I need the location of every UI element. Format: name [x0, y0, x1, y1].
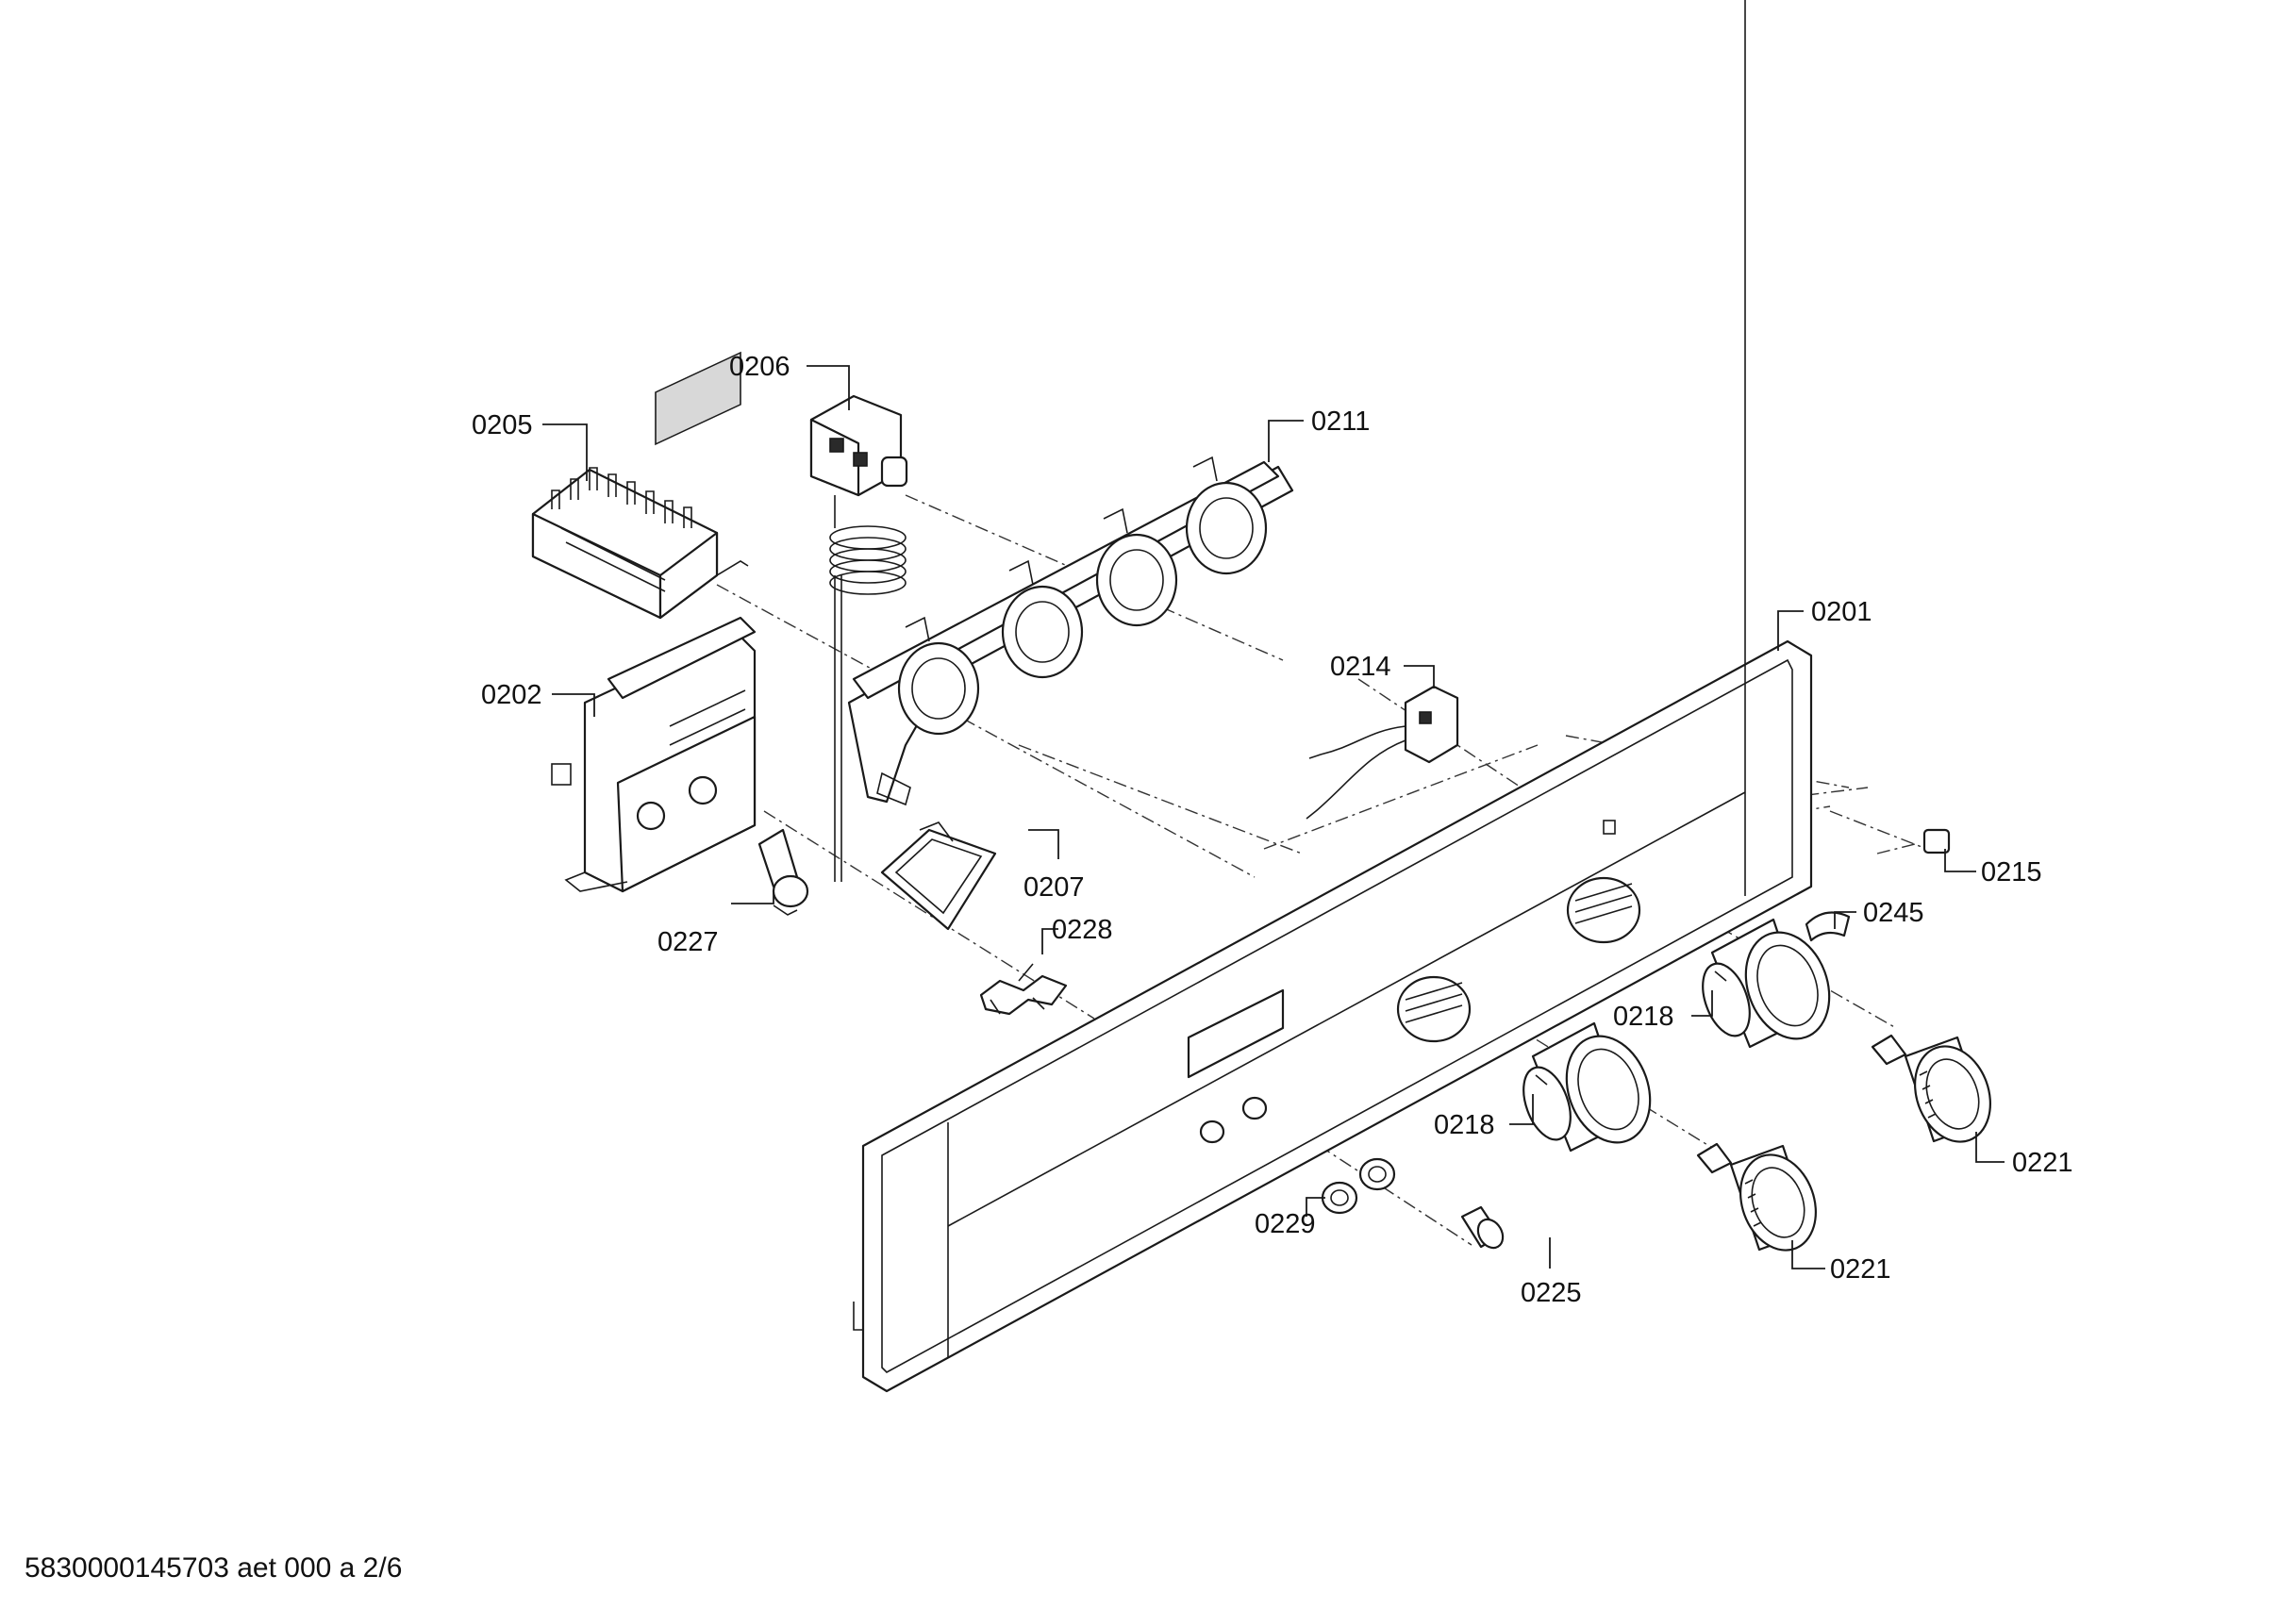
thermostat-part	[809, 394, 908, 882]
flap-part	[1805, 911, 1851, 942]
display-gasket-part	[880, 821, 997, 931]
label-0221-lower: 0221	[1830, 1254, 1891, 1285]
label-0228: 0228	[1052, 915, 1113, 945]
knob-sleeve-upper	[1702, 918, 1831, 1049]
bracket-rail-part	[847, 456, 1294, 806]
label-0211: 0211	[1311, 406, 1370, 437]
spring-clips-part	[979, 963, 1068, 1016]
label-0227: 0227	[657, 927, 719, 957]
label-0245: 0245	[1863, 898, 1924, 928]
part-labels: 0206 0205 0211 0201 0214 0202 0215 0207 …	[472, 352, 2073, 1308]
label-0202: 0202	[481, 680, 542, 710]
clock-module-part	[551, 351, 757, 893]
label-0206: 0206	[729, 352, 790, 382]
label-0215: 0215	[1981, 857, 2042, 887]
label-0221-upper: 0221	[2012, 1148, 2073, 1178]
push-button-part	[1460, 1205, 1505, 1250]
label-0201: 0201	[1811, 597, 1872, 627]
selector-switch-part	[531, 467, 749, 620]
label-0207: 0207	[1023, 872, 1085, 903]
label-0218-upper: 0218	[1613, 1002, 1674, 1032]
knob-sleeve-lower	[1522, 1021, 1652, 1153]
bushings-part	[1321, 1157, 1396, 1215]
button-cap-part	[1922, 828, 1951, 854]
label-0205: 0205	[472, 410, 533, 440]
knob-lower	[1696, 1142, 1817, 1252]
clip-part-0227	[757, 828, 809, 916]
label-0218-lower: 0218	[1434, 1110, 1495, 1140]
knob-upper	[1871, 1034, 1991, 1143]
leader-lines	[542, 365, 2005, 1269]
label-0229: 0229	[1255, 1209, 1316, 1239]
label-0225: 0225	[1521, 1278, 1582, 1308]
document-footer-code: 5830000145703 aet 000 a 2/6	[25, 1552, 403, 1584]
label-0214: 0214	[1330, 652, 1391, 682]
switch-wires-part	[1306, 685, 1459, 820]
control-panel-part	[853, 0, 1813, 1393]
